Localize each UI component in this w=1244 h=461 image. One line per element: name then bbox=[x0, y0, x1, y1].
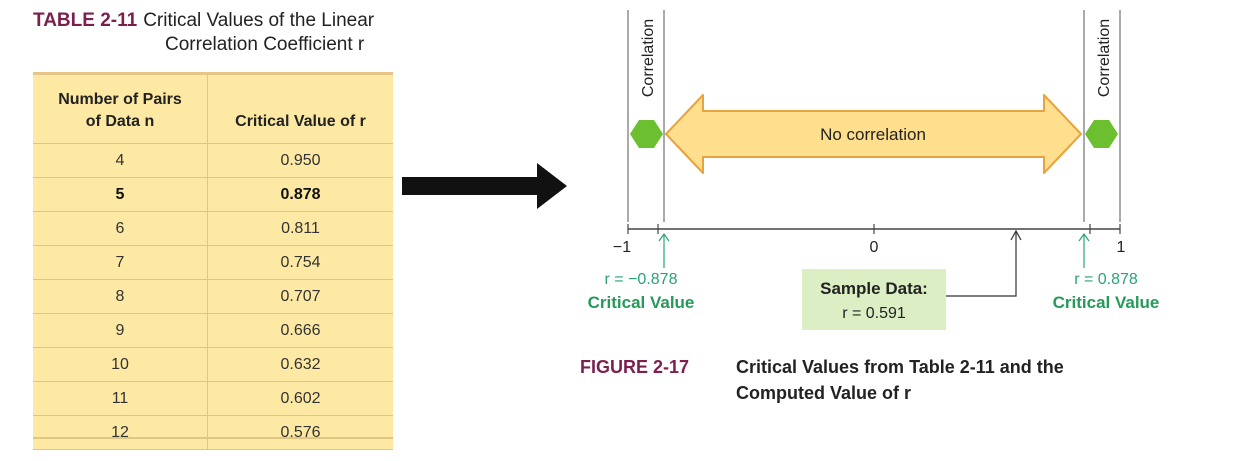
header-critical-value: Critical Value of r bbox=[207, 75, 393, 144]
right-critical-caption: Critical Value bbox=[1053, 293, 1160, 312]
header-pairs-line1: Number of Pairs bbox=[58, 91, 182, 108]
table-title-line1: Critical Values of the Linear bbox=[143, 10, 375, 31]
no-correlation-label: No correlation bbox=[820, 125, 926, 144]
tick-label-zero: 0 bbox=[870, 239, 879, 256]
right-critical-value: r = 0.878 bbox=[1074, 271, 1138, 288]
cell-n: 10 bbox=[33, 347, 208, 382]
cell-value: 0.950 bbox=[207, 143, 393, 178]
figure-label: FIGURE 2-17 bbox=[580, 357, 690, 377]
right-correlation-label: Correlation bbox=[1096, 19, 1113, 97]
right-correlation-marker-icon bbox=[1085, 120, 1118, 148]
cell-value: 0.754 bbox=[207, 245, 393, 280]
cell-n: 9 bbox=[33, 313, 208, 348]
header-critical-line1: Critical Value of r bbox=[235, 113, 366, 130]
pointer-arrow-icon bbox=[402, 163, 567, 209]
figure-title-line2: Computed Value of r bbox=[736, 383, 912, 403]
cell-n: 4 bbox=[33, 143, 208, 178]
table-header-row: Number of Pairs of Data n Critical Value… bbox=[33, 75, 393, 144]
left-critical-caption: Critical Value bbox=[588, 293, 695, 312]
cell-value: 0.632 bbox=[207, 347, 393, 382]
cell-value: 0.602 bbox=[207, 381, 393, 416]
no-correlation-arrow bbox=[665, 94, 1082, 174]
sample-pointer-icon bbox=[946, 229, 1022, 297]
table-title-line2: Correlation Coefficient r bbox=[165, 34, 365, 55]
cell-value: 0.811 bbox=[207, 211, 393, 246]
sample-data-title: Sample Data: bbox=[820, 279, 928, 298]
cell-n: 8 bbox=[33, 279, 208, 314]
left-correlation-marker-icon bbox=[630, 120, 663, 148]
header-pairs-line2: of Data n bbox=[85, 113, 155, 130]
table-top-rule bbox=[33, 72, 393, 75]
sample-data-value: r = 0.591 bbox=[842, 305, 906, 322]
cell-n: 12 bbox=[33, 415, 208, 450]
figure-title-line1: Critical Values from Table 2-11 and the bbox=[736, 357, 1064, 377]
left-correlation-label: Correlation bbox=[640, 19, 657, 97]
header-pairs: Number of Pairs of Data n bbox=[33, 75, 208, 144]
tick-label-one: 1 bbox=[1117, 239, 1126, 256]
cell-n: 11 bbox=[33, 381, 208, 416]
tick-label-minus-one: −1 bbox=[613, 239, 631, 256]
cell-n: 7 bbox=[33, 245, 208, 280]
table-label: TABLE 2-11 bbox=[33, 10, 138, 31]
right-critical-arrow-icon bbox=[1078, 232, 1090, 268]
left-critical-arrow-icon bbox=[658, 232, 670, 268]
left-critical-value: r = −0.878 bbox=[605, 271, 678, 288]
cell-value: 0.878 bbox=[207, 177, 393, 212]
cell-n: 6 bbox=[33, 211, 208, 246]
table-bottom-rule bbox=[33, 437, 393, 439]
cell-n: 5 bbox=[33, 177, 208, 212]
critical-values-table: Number of Pairs of Data n Critical Value… bbox=[33, 75, 393, 450]
axis-ticks bbox=[627, 224, 1121, 234]
sample-data-box bbox=[802, 269, 946, 330]
cell-value: 0.666 bbox=[207, 313, 393, 348]
cell-value: 0.576 bbox=[207, 415, 393, 450]
cell-value: 0.707 bbox=[207, 279, 393, 314]
